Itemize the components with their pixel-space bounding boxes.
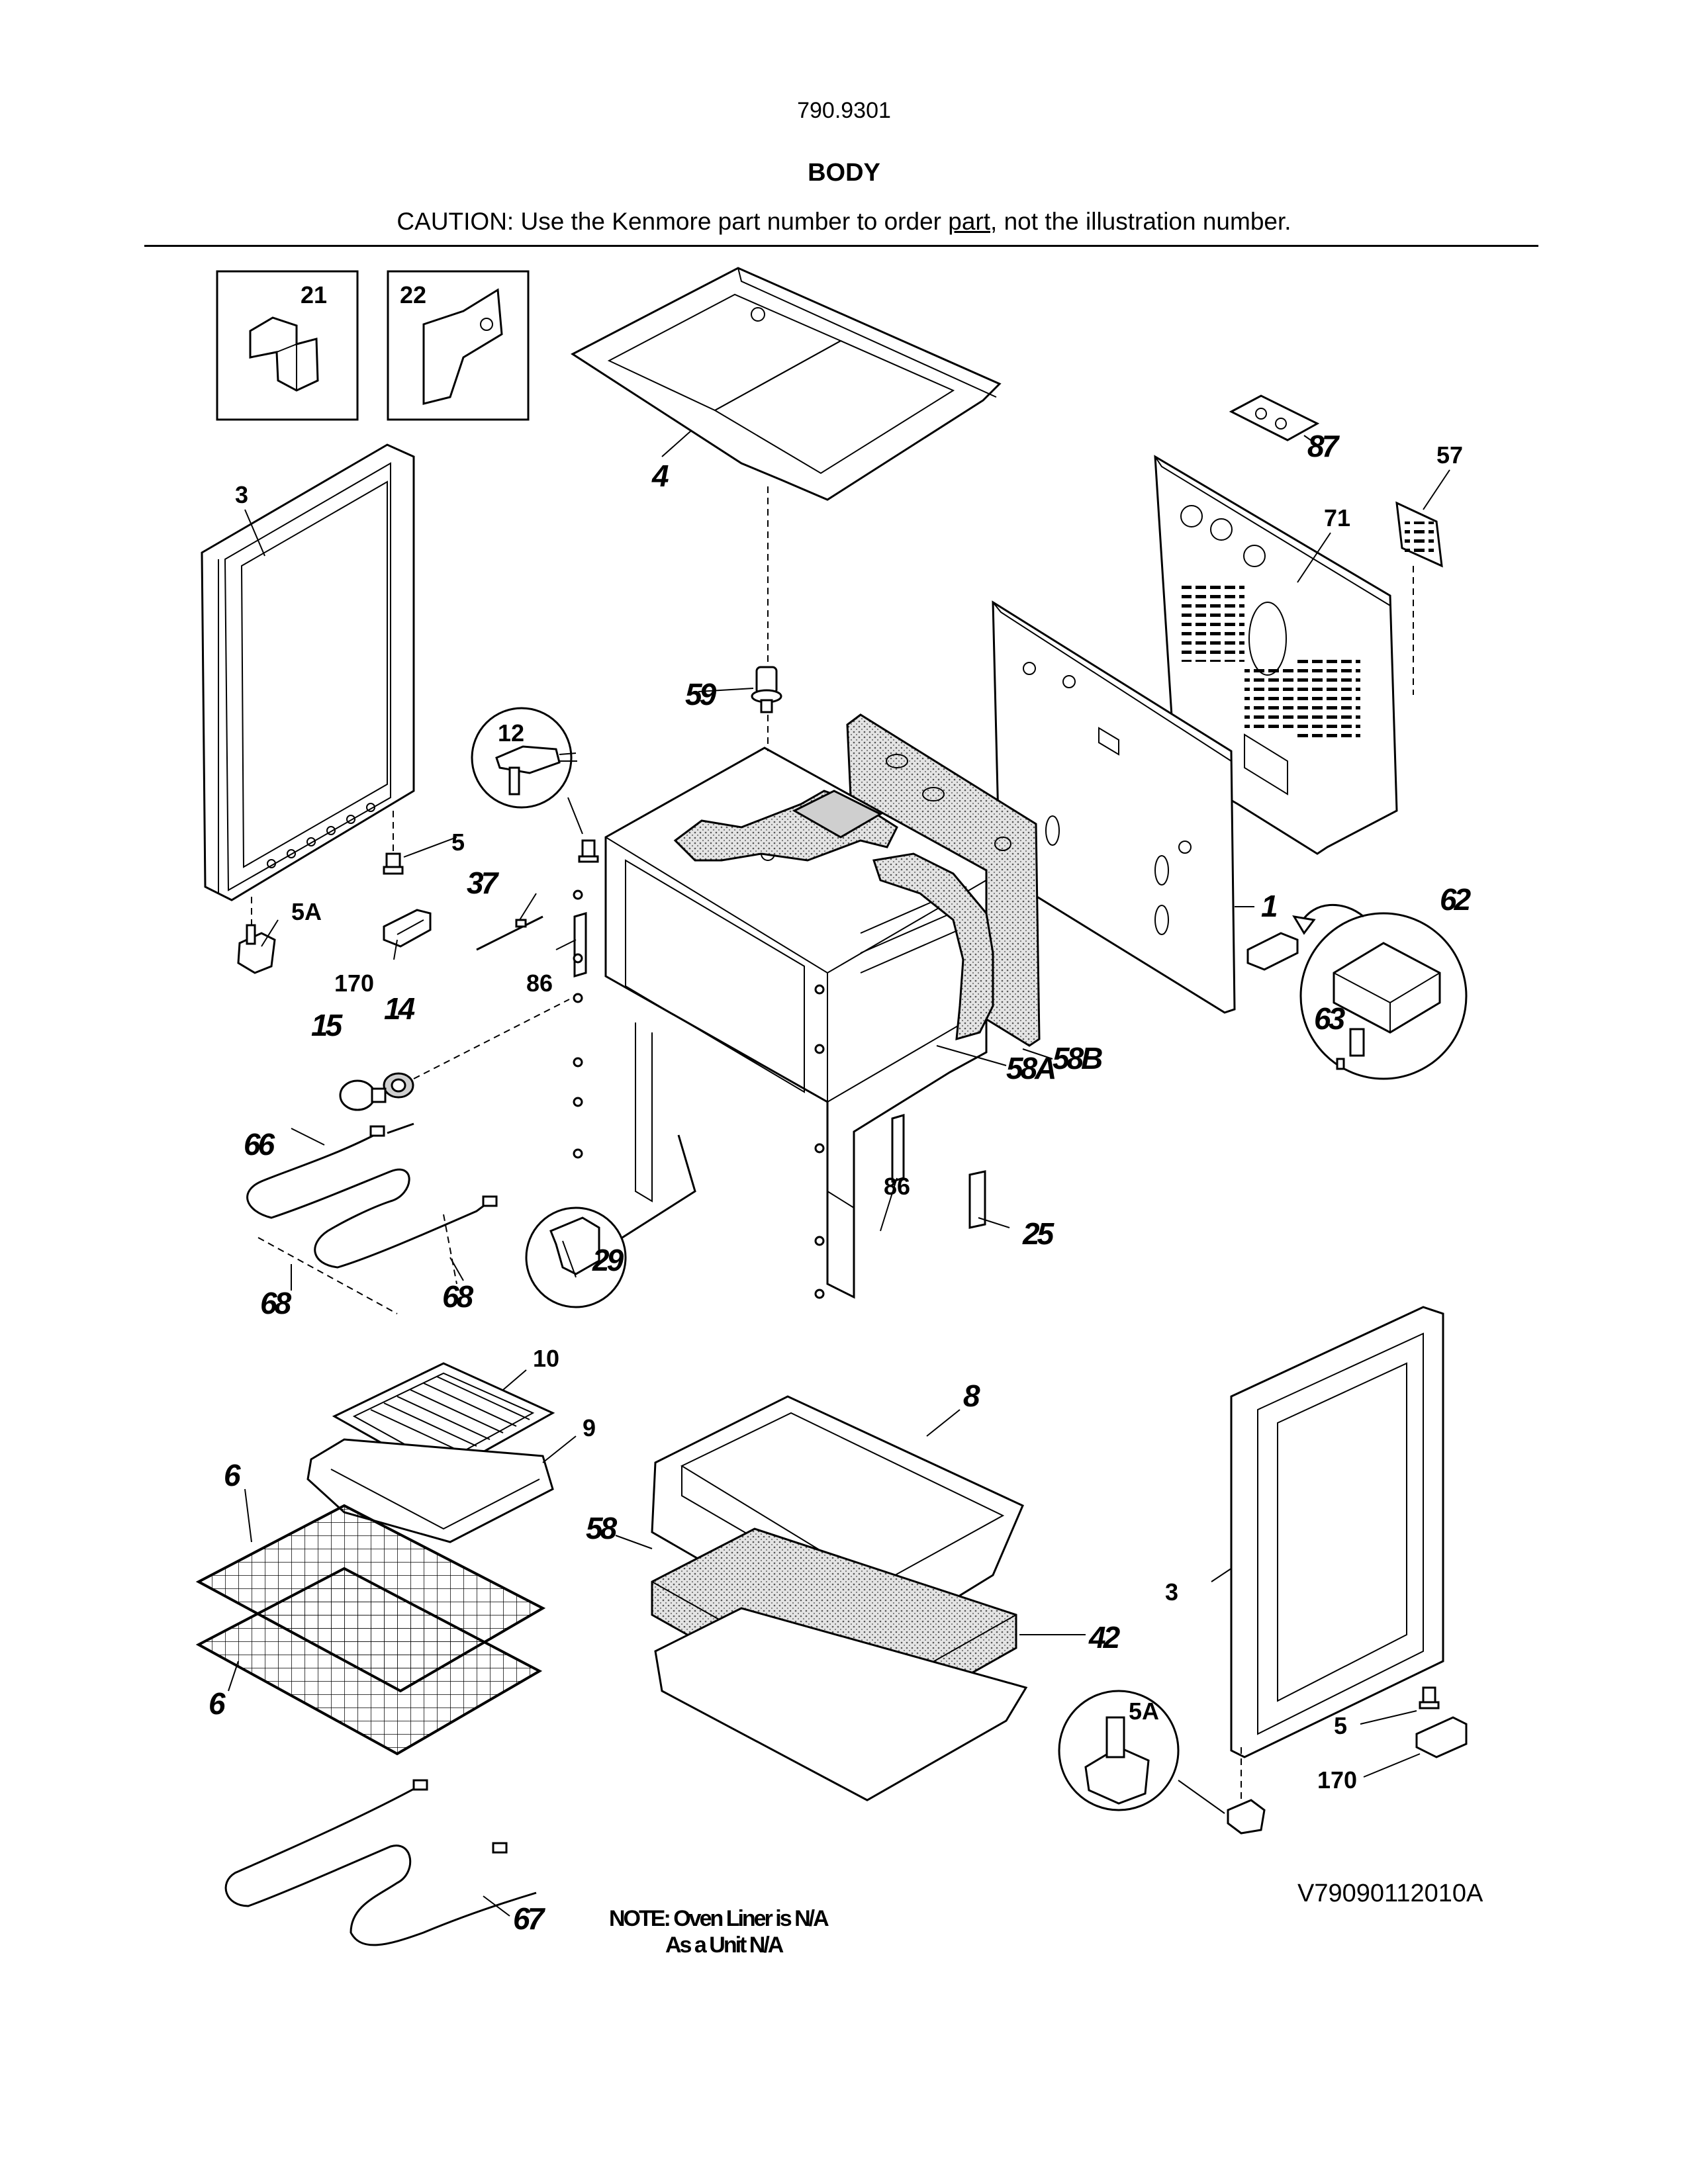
callout-5-left[interactable]: 5 bbox=[451, 829, 465, 856]
callout-67[interactable]: 67 bbox=[513, 1901, 549, 1936]
callout-37[interactable]: 37 bbox=[467, 866, 502, 900]
callout-68-a[interactable]: 68 bbox=[260, 1286, 295, 1320]
leader-inset-29 bbox=[622, 1134, 696, 1239]
arrow-head bbox=[1292, 915, 1316, 935]
callout-6-lower[interactable]: 6 bbox=[209, 1686, 228, 1721]
callout-29[interactable]: 29 bbox=[592, 1243, 627, 1277]
wire-68-b bbox=[443, 1214, 457, 1285]
callout-3-right[interactable]: 3 bbox=[1165, 1578, 1178, 1606]
callout-86-upper[interactable]: 86 bbox=[526, 970, 553, 997]
leader-inset-12 bbox=[567, 797, 583, 835]
inset-part-21[interactable] bbox=[216, 270, 359, 421]
section-title: BODY bbox=[808, 159, 880, 187]
leader-inset-5A bbox=[1178, 1780, 1225, 1814]
callout-66[interactable]: 66 bbox=[244, 1127, 278, 1161]
side-panel-3-right[interactable] bbox=[1230, 1306, 1444, 1758]
callout-170-right[interactable]: 170 bbox=[1317, 1766, 1357, 1794]
inset-thermostat-12[interactable] bbox=[471, 707, 577, 809]
broiler-pan-9[interactable] bbox=[306, 1438, 554, 1543]
hinge-receptacle-86-lower[interactable] bbox=[891, 1113, 905, 1183]
wire-68-a bbox=[258, 1237, 398, 1314]
inset-leveler-5A[interactable] bbox=[1058, 1690, 1180, 1811]
callout-21[interactable]: 21 bbox=[301, 281, 327, 308]
header-rule bbox=[144, 245, 1538, 247]
callout-86-lower[interactable]: 86 bbox=[884, 1173, 910, 1200]
callout-42[interactable]: 42 bbox=[1088, 1620, 1123, 1655]
top-panel-4[interactable] bbox=[571, 267, 1002, 501]
callout-71[interactable]: 71 bbox=[1324, 504, 1350, 531]
bracket-25[interactable] bbox=[968, 1170, 986, 1229]
callout-68-b[interactable]: 68 bbox=[442, 1279, 477, 1314]
wire-37[interactable] bbox=[476, 915, 543, 951]
leveler-5A-right[interactable] bbox=[1227, 1799, 1266, 1835]
bottom-panel-42[interactable] bbox=[654, 1607, 1028, 1801]
callout-22[interactable]: 22 bbox=[400, 281, 426, 308]
fasteners bbox=[573, 889, 825, 1299]
callout-25[interactable]: 25 bbox=[1022, 1216, 1058, 1251]
caution-suffix: , not the illustration number. bbox=[990, 208, 1291, 235]
callout-63[interactable]: 63 bbox=[1314, 1001, 1348, 1036]
model-number: 790.9301 bbox=[797, 98, 891, 123]
oven-body-cabinet[interactable] bbox=[604, 747, 988, 1299]
vent-cover-57[interactable] bbox=[1395, 501, 1443, 568]
callout-5-right[interactable]: 5 bbox=[1334, 1712, 1347, 1739]
callout-3-left[interactable]: 3 bbox=[235, 481, 248, 508]
note-line-1: NOTE: Oven Liner is N/A bbox=[609, 1906, 829, 1931]
arrow-to-inset-62 bbox=[1299, 903, 1364, 924]
sensor-12-installed[interactable] bbox=[578, 839, 599, 863]
callout-62[interactable]: 62 bbox=[1440, 882, 1474, 917]
callout-12[interactable]: 12 bbox=[498, 719, 524, 747]
leader-socket bbox=[413, 999, 570, 1079]
callout-15[interactable]: 15 bbox=[311, 1008, 346, 1042]
callout-58B[interactable]: 58B bbox=[1053, 1041, 1105, 1075]
leveler-bracket-170-right[interactable] bbox=[1415, 1716, 1468, 1758]
screw-5-left[interactable] bbox=[383, 852, 404, 875]
callout-4[interactable]: 4 bbox=[651, 459, 671, 493]
callout-leaders bbox=[228, 430, 1450, 1917]
oven-rack-6-lower[interactable] bbox=[195, 1567, 543, 1756]
bulb-59[interactable] bbox=[751, 666, 782, 713]
note-line-2: As a Unit N/A bbox=[665, 1933, 784, 1958]
callout-5A-left[interactable]: 5A bbox=[291, 898, 322, 925]
inset-terminal-block-62[interactable] bbox=[1299, 912, 1468, 1080]
hinge-receptacle-86-upper[interactable] bbox=[573, 911, 587, 978]
drawing-id: V79090112010A bbox=[1297, 1880, 1483, 1907]
inset-latch-29[interactable] bbox=[525, 1206, 627, 1308]
insulation-58A[interactable] bbox=[673, 790, 994, 1041]
callout-6-upper[interactable]: 6 bbox=[224, 1458, 244, 1492]
bake-element-67[interactable] bbox=[224, 1779, 537, 1946]
callout-58A[interactable]: 58A bbox=[1006, 1051, 1057, 1085]
inset-part-22[interactable] bbox=[387, 270, 530, 421]
callout-10[interactable]: 10 bbox=[533, 1345, 559, 1372]
leveler-bracket-170-left[interactable] bbox=[383, 909, 432, 948]
light-bulb-15[interactable] bbox=[339, 1079, 387, 1111]
caution-note: CAUTION: Use the Kenmore part number to … bbox=[0, 208, 1688, 236]
caution-part-link[interactable]: part bbox=[948, 208, 991, 235]
leveler-5A-left[interactable] bbox=[237, 924, 276, 974]
broil-element-66[interactable] bbox=[246, 1122, 498, 1269]
callout-59[interactable]: 59 bbox=[685, 677, 720, 711]
screw-5-right[interactable] bbox=[1419, 1686, 1440, 1709]
callout-87[interactable]: 87 bbox=[1307, 429, 1343, 463]
callout-1[interactable]: 1 bbox=[1261, 889, 1280, 923]
callout-58[interactable]: 58 bbox=[586, 1511, 620, 1545]
caution-prefix: CAUTION: Use the Kenmore part number to … bbox=[397, 208, 949, 235]
side-panel-3-left[interactable] bbox=[201, 443, 415, 901]
light-socket-14[interactable] bbox=[383, 1072, 414, 1099]
bracket-87[interactable] bbox=[1229, 394, 1320, 441]
callout-8[interactable]: 8 bbox=[963, 1379, 983, 1413]
callout-5A-right[interactable]: 5A bbox=[1129, 1698, 1159, 1725]
callout-57[interactable]: 57 bbox=[1436, 441, 1463, 469]
callout-14[interactable]: 14 bbox=[384, 991, 418, 1026]
callout-9[interactable]: 9 bbox=[583, 1414, 596, 1441]
callout-170-left[interactable]: 170 bbox=[334, 970, 374, 997]
terminal-block-installed[interactable] bbox=[1246, 932, 1299, 971]
